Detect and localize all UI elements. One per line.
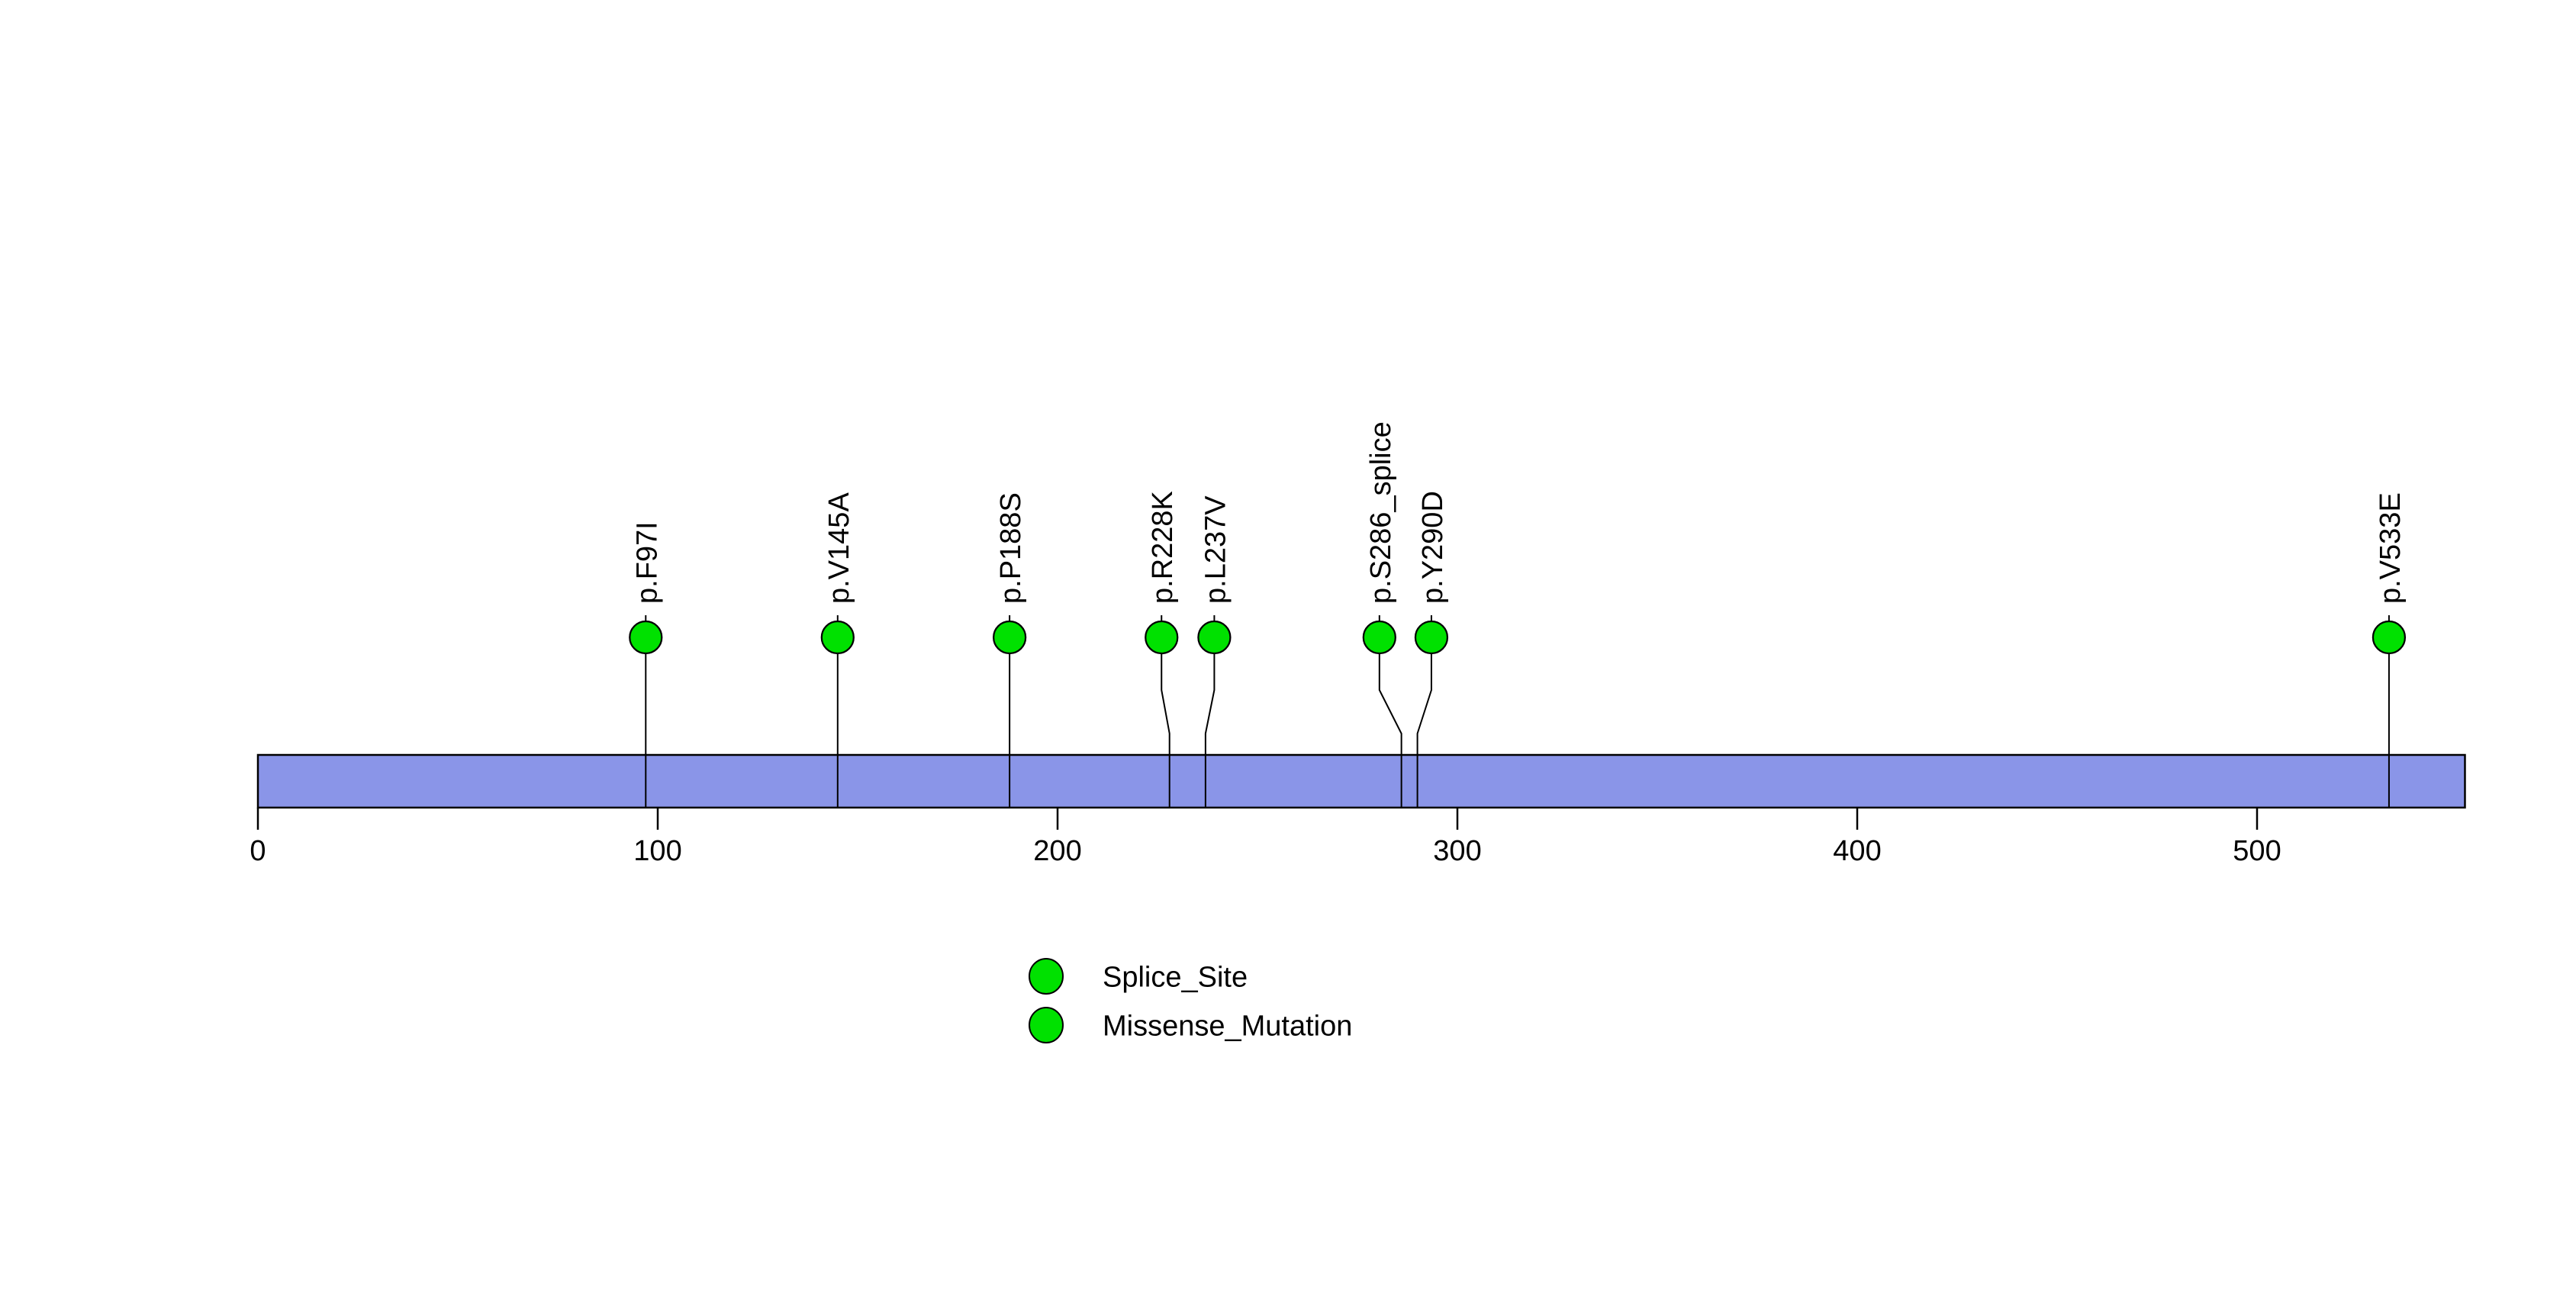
mutation-circle: [820, 620, 855, 655]
legend-label: Splice_Site: [1103, 962, 1248, 994]
x-axis-tick-label: 400: [1833, 835, 1881, 867]
lollipops-group: p.F97I p.V145A p.P188S p.R228K p.L237V p.S286…: [629, 421, 2407, 808]
mutation-label: p.R228K: [1147, 491, 1179, 604]
mutation-label: p.P188S: [995, 492, 1027, 604]
lollipop: p.V145A: [820, 492, 855, 808]
legend-marker: [1029, 1007, 1064, 1043]
lollipop: p.F97I: [629, 521, 663, 808]
lollipop: p.L237V: [1197, 495, 1232, 808]
legend-marker: [1029, 958, 1064, 995]
protein-bar-group: [256, 753, 2466, 809]
mutation-label: p.V533E: [2375, 492, 2407, 604]
x-axis-tick-label: 300: [1433, 835, 1481, 867]
protein-bar: [256, 753, 2466, 809]
mutation-circle: [1145, 620, 1179, 655]
mutation-circle: [1414, 620, 1449, 655]
legend-label: Missense_Mutation: [1103, 1011, 1352, 1043]
lollipop: p.S286_splice: [1362, 421, 1402, 808]
lollipop: p.R228K: [1145, 491, 1179, 808]
mutation-circle: [2372, 620, 2407, 655]
mutation-label: p.Y290D: [1417, 491, 1449, 604]
mutation-label: p.V145A: [823, 492, 855, 604]
mutation-circle: [629, 620, 663, 655]
legend-item: Splice_Site: [1029, 958, 1248, 995]
mutation-circle: [1362, 620, 1396, 655]
x-axis-tick-label: 200: [1033, 835, 1081, 867]
mutation-circle: [1197, 620, 1232, 655]
mutation-label: p.F97I: [631, 521, 663, 604]
lollipop: p.V533E: [2372, 492, 2407, 808]
lollipop: p.P188S: [992, 492, 1027, 808]
mutation-label: p.S286_splice: [1365, 421, 1397, 604]
legend-item: Missense_Mutation: [1029, 1007, 1352, 1043]
x-axis-tick-label: 100: [633, 835, 681, 867]
mutation-circle: [992, 620, 1027, 655]
lollipop: p.Y290D: [1414, 491, 1449, 808]
mutation-label: p.L237V: [1199, 495, 1232, 604]
x-axis-tick-label: 500: [2233, 835, 2281, 867]
x-axis-tick-label: 0: [250, 835, 266, 867]
x-axis: 0 100 200 300 400 500: [250, 808, 2281, 867]
